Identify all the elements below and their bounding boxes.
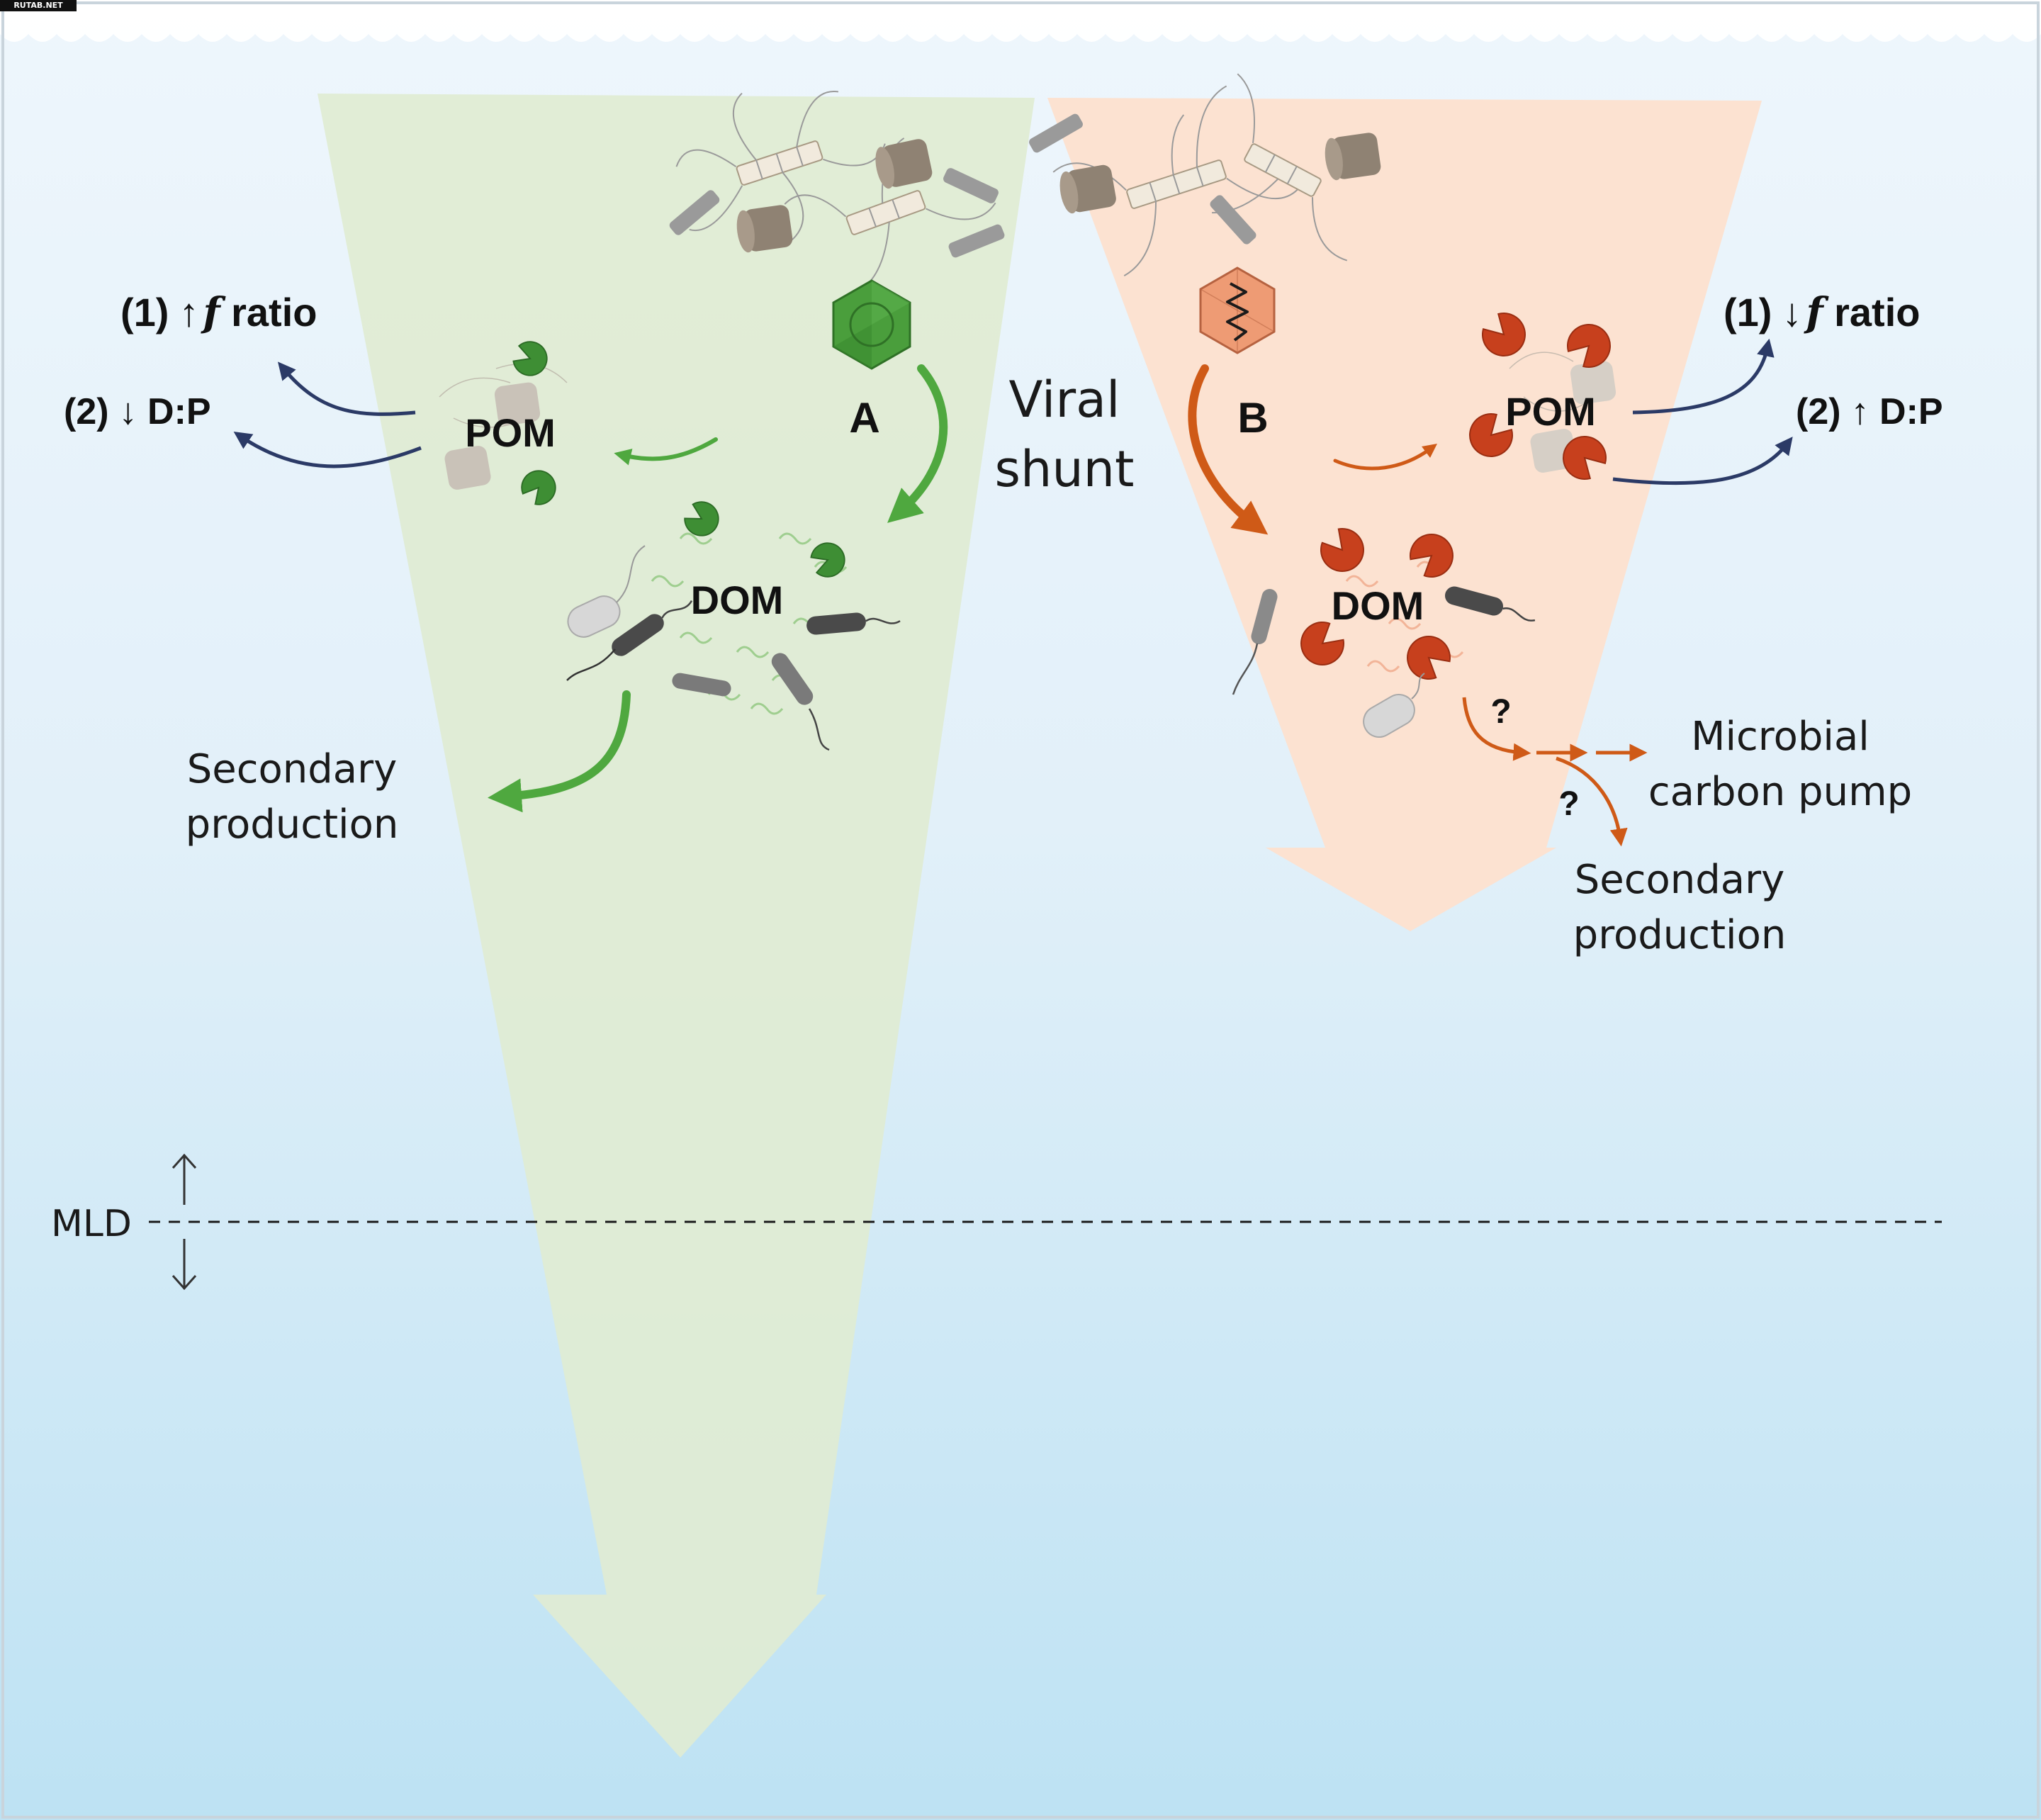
question-mark-2: ?: [1558, 785, 1579, 823]
pathway-b-label: B: [1237, 394, 1268, 442]
diatom-cylinder-icon: [736, 133, 1381, 253]
pom-to-f-ratio-arrow-b: [1632, 338, 1775, 415]
pathway-a-cone: [317, 94, 1035, 1758]
dom-cluster-b: [1232, 521, 1539, 738]
virus-to-pom-arrow-b: [1333, 444, 1438, 471]
ocean-surface: [0, 0, 2041, 42]
green-virus-icon: [832, 279, 911, 370]
secondary-production-a-line-1: Secondary: [187, 746, 398, 792]
pom-to-dp-ratio-arrow-b: [1612, 437, 1793, 485]
dom-to-secondary-production-arrow-a: [488, 690, 631, 813]
phytoplankton-chain-icon: [675, 73, 1348, 291]
dom-to-mcp-arrow-1: [1462, 697, 1531, 761]
pom-label-a: POM: [465, 410, 556, 455]
rod-cell-icon: [669, 113, 1256, 258]
dom-label-a: DOM: [691, 578, 784, 622]
microbial-carbon-pump-line-1: Microbial: [1691, 714, 1869, 760]
microbial-carbon-pump-line-2: carbon pump: [1648, 769, 1912, 815]
mld-up-arrow: [172, 1153, 197, 1205]
dom-label-b: DOM: [1332, 583, 1424, 628]
pom-cluster-b: [1460, 305, 1620, 487]
viral-shunt-label-line-2: shunt: [994, 440, 1134, 498]
secondary-production-b-line-1: Secondary: [1575, 857, 1785, 903]
pom-to-f-ratio-arrow-a: [277, 361, 416, 416]
dom-to-secondary-production-arrow-b: [1556, 756, 1628, 847]
bacterium-icon: [566, 545, 902, 751]
pom-to-dp-ratio-arrow-a: [233, 432, 422, 468]
effect-1-a: (1)↑f ratio: [120, 289, 317, 336]
dom-cluster-a: [566, 496, 902, 751]
viral-shunt-label-line-1: Viral: [1009, 371, 1120, 429]
effect-2-b: (2)↑ D:P: [1796, 391, 1943, 432]
virus-to-dom-arrow-a: [887, 364, 948, 523]
question-mark-1: ?: [1490, 693, 1511, 731]
watermark-label: RUTAB.NET: [0, 0, 77, 11]
orange-virus-icon: [1199, 266, 1276, 354]
virus-to-dom-arrow-b: [1188, 364, 1269, 535]
pom-cluster-a: [439, 337, 568, 511]
virus-to-pom-arrow-a: [614, 437, 718, 466]
secondary-production-b-line-2: production: [1573, 912, 1787, 958]
pom-label-b: POM: [1505, 389, 1596, 434]
mld-label: MLD: [51, 1203, 132, 1245]
bacterium-icon: [1232, 583, 1539, 738]
effect-2-a: (2)↓ D:P: [64, 391, 211, 432]
secondary-production-a-line-2: production: [186, 802, 399, 848]
pathway-a-label: A: [849, 394, 879, 442]
mld-down-arrow: [172, 1239, 197, 1291]
effect-1-b: (1)↓f ratio: [1724, 289, 1920, 336]
